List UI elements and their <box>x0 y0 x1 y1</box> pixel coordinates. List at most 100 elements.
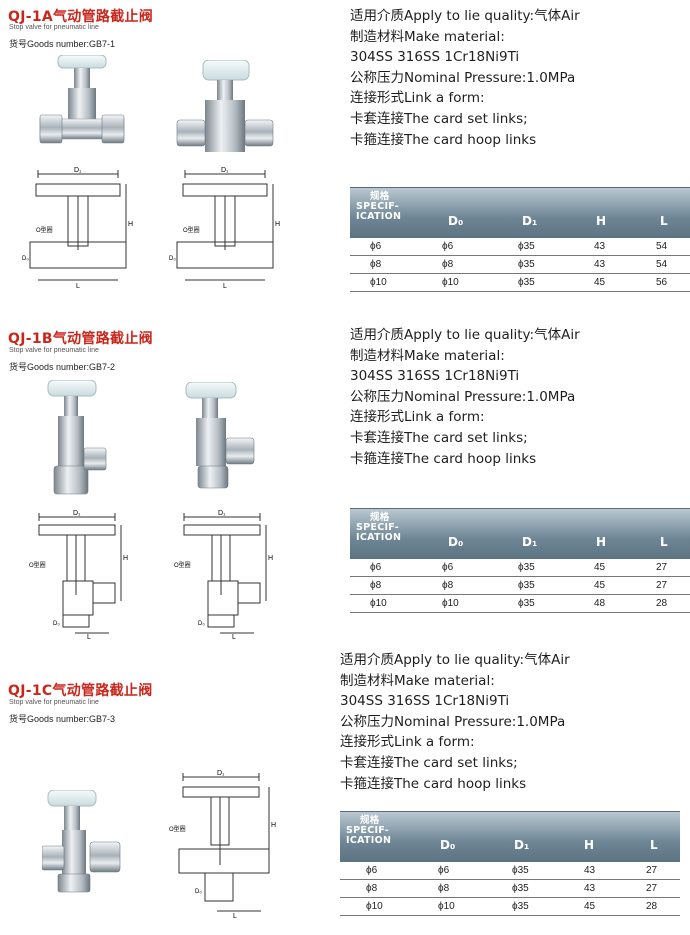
spec-line: 卡箍连接The card hoop links <box>350 450 537 467</box>
goods-number: 货号Goods number:GB7-2 <box>9 362 116 372</box>
dim-label: L <box>223 283 227 290</box>
dim-label: D₀ <box>22 256 29 262</box>
valve-photo-right <box>176 60 274 152</box>
col-header-d1: D₁ <box>514 838 530 852</box>
dim-label: D₁ <box>73 510 81 517</box>
dim-label: D₁ <box>74 167 82 174</box>
dim-label: D₁ <box>217 770 225 777</box>
dim-label: O型圈 <box>183 226 200 234</box>
valve-diagram-left: D₁ H O型圈 D₀ L <box>22 167 133 290</box>
valve-diagram-right: D₁ H O型圈 D₀ L <box>174 510 273 640</box>
dim-label: L <box>232 634 236 640</box>
goods-number: 货号Goods number:GB7-3 <box>9 714 116 724</box>
dim-label: D₁ <box>218 510 226 517</box>
spec-list: 适用介质Apply to lie quality:气体Air 制造材料Make … <box>350 325 580 469</box>
col-header-d0: D₀ <box>448 214 464 228</box>
product-section-qj1b: QJ-1B气动管路截止阀 Stop valve for pneumatic li… <box>0 320 690 650</box>
dim-label: D₁ <box>221 167 229 174</box>
spec-line: 适用介质Apply to lie quality:气体Air <box>350 8 580 24</box>
dim-label: L <box>233 913 237 920</box>
dim-label: O型圈 <box>169 825 186 833</box>
dim-label: L <box>76 283 80 290</box>
spec-list: 适用介质Apply to lie quality:气体Air 制造材料Make … <box>340 650 570 794</box>
table-header: 规格 SPECIF- ICATION D₀ D₁ H L <box>350 509 690 559</box>
dim-label: O型圈 <box>29 561 46 569</box>
valve-diagram-right: D₁ H O型圈 D₀ L <box>169 167 280 290</box>
spec-line: 卡箍连接The card hoop links <box>350 131 537 148</box>
col-header-h: H <box>584 838 595 852</box>
dim-label: H <box>268 555 273 562</box>
dim-label: O型圈 <box>174 561 191 569</box>
col-header-h: H <box>596 535 607 549</box>
col-header-d0: D₀ <box>448 535 464 549</box>
spec-line: 304SS 316SS 1Cr18Ni9Ti <box>340 693 510 710</box>
spec-line: 制造材料Make material: <box>340 672 495 689</box>
dim-label: D₀ <box>198 621 205 627</box>
dim-label: O型圈 <box>36 226 53 234</box>
col-header-l: L <box>660 535 668 549</box>
col-header-d1: D₁ <box>522 214 538 228</box>
valve-diagram-left: D₁ H O型圈 D₀ L <box>29 510 128 640</box>
table-header: 规格 SPECIF- ICATION D₀ D₁ H L <box>340 812 680 862</box>
dim-label: L <box>87 634 91 640</box>
dim-label: H <box>275 221 280 228</box>
col-header-h: H <box>596 214 607 228</box>
dim-label: D₀ <box>195 889 202 895</box>
col-header-l: L <box>660 214 668 228</box>
product-subtitle: Stop valve for pneumatic line <box>9 699 99 706</box>
spec-line: 连接形式Link a form: <box>350 90 485 107</box>
product-subtitle: Stop valve for pneumatic line <box>9 24 99 31</box>
product-section-qj1a: QJ-1A气动管路截止阀 Stop valve for pneumatic li… <box>0 0 690 320</box>
table-header: 规格 SPECIF- ICATION D₀ D₁ H L <box>350 188 690 238</box>
col-header-d0: D₀ <box>440 838 456 852</box>
valve-diagram: D₁ H O型圈 D₀ L <box>169 770 276 920</box>
valve-photo-left <box>47 380 107 495</box>
spec-line: 适用介质Apply to lie quality:气体Air <box>340 652 570 668</box>
col-header-d1: D₁ <box>522 535 538 549</box>
spec-line: 制造材料Make material: <box>350 347 505 364</box>
valve-photo-right <box>185 382 255 489</box>
product-title: QJ-1A气动管路截止阀 <box>8 9 154 25</box>
spec-line: 304SS 316SS 1Cr18Ni9Ti <box>350 368 520 385</box>
dim-label: H <box>123 555 128 562</box>
dim-label: D₀ <box>53 621 60 627</box>
dim-label: D₀ <box>169 256 176 262</box>
spec-line: 适用介质Apply to lie quality:气体Air <box>350 327 580 343</box>
spec-line: 公称压力Nominal Pressure:1.0MPa <box>350 69 576 86</box>
spec-header: 规格 SPECIF- ICATION <box>346 815 392 846</box>
spec-line: 制造材料Make material: <box>350 28 505 45</box>
spec-line: 公称压力Nominal Pressure:1.0MPa <box>350 388 576 405</box>
dim-label: H <box>128 221 133 228</box>
valve-photo <box>42 790 121 893</box>
spec-line: 卡套连接The card set links; <box>350 429 528 446</box>
dim-label: H <box>271 822 276 829</box>
product-subtitle: Stop valve for pneumatic line <box>9 347 99 354</box>
spec-line: 连接形式Link a form: <box>350 409 485 426</box>
product-title: QJ-1C气动管路截止阀 <box>8 683 153 699</box>
valve-photo-left <box>39 55 125 144</box>
col-header-l: L <box>650 838 658 852</box>
spec-line: 卡套连接The card set links; <box>340 754 518 771</box>
goods-number: 货号Goods number:GB7-1 <box>9 39 116 49</box>
spec-line: 连接形式Link a form: <box>340 734 475 751</box>
spec-line: 公称压力Nominal Pressure:1.0MPa <box>340 713 566 730</box>
spec-line: 卡箍连接The card hoop links <box>340 775 527 792</box>
product-section-qj1c: QJ-1C气动管路截止阀 Stop valve for pneumatic li… <box>0 650 690 935</box>
product-title: QJ-1B气动管路截止阀 <box>8 331 153 347</box>
spec-line: 卡套连接The card set links; <box>350 110 528 127</box>
spec-list: 适用介质Apply to lie quality:气体Air 制造材料Make … <box>350 6 580 150</box>
spec-header: 规格 SPECIF- ICATION <box>356 191 402 222</box>
spec-header: 规格 SPECIF- ICATION <box>356 512 402 543</box>
